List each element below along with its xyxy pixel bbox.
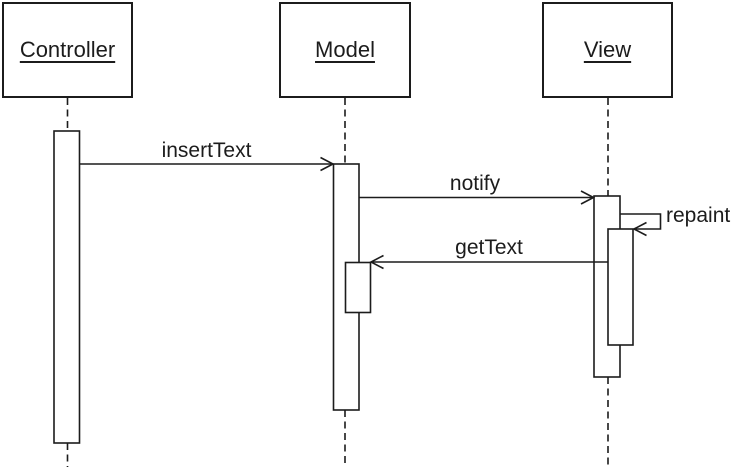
message-notify-arrowhead-icon xyxy=(580,190,596,205)
message-label-inserttext: insertText xyxy=(161,139,252,162)
message-label-repaint: repaint xyxy=(666,204,731,227)
activation-controller xyxy=(53,130,81,444)
lifeline-label-view: View xyxy=(583,37,632,62)
message-label-gettext: getText xyxy=(455,236,523,259)
activation-model-gettext-nested xyxy=(344,261,372,314)
message-repaint-line xyxy=(620,213,662,230)
lifeline-head-view: View xyxy=(542,2,673,98)
message-label-notify: notify xyxy=(449,172,501,195)
message-inserttext-arrowhead-icon xyxy=(320,156,335,172)
message-gettext-arrowhead-icon xyxy=(369,254,384,270)
lifeline-head-model: Model xyxy=(279,2,411,98)
lifeline-head-controller: Controller xyxy=(2,2,133,98)
lifeline-label-controller: Controller xyxy=(19,37,116,62)
message-repaint-arrowhead-icon xyxy=(632,221,647,237)
lifeline-label-model: Model xyxy=(315,37,375,62)
activation-view-repaint-nested xyxy=(607,228,634,346)
